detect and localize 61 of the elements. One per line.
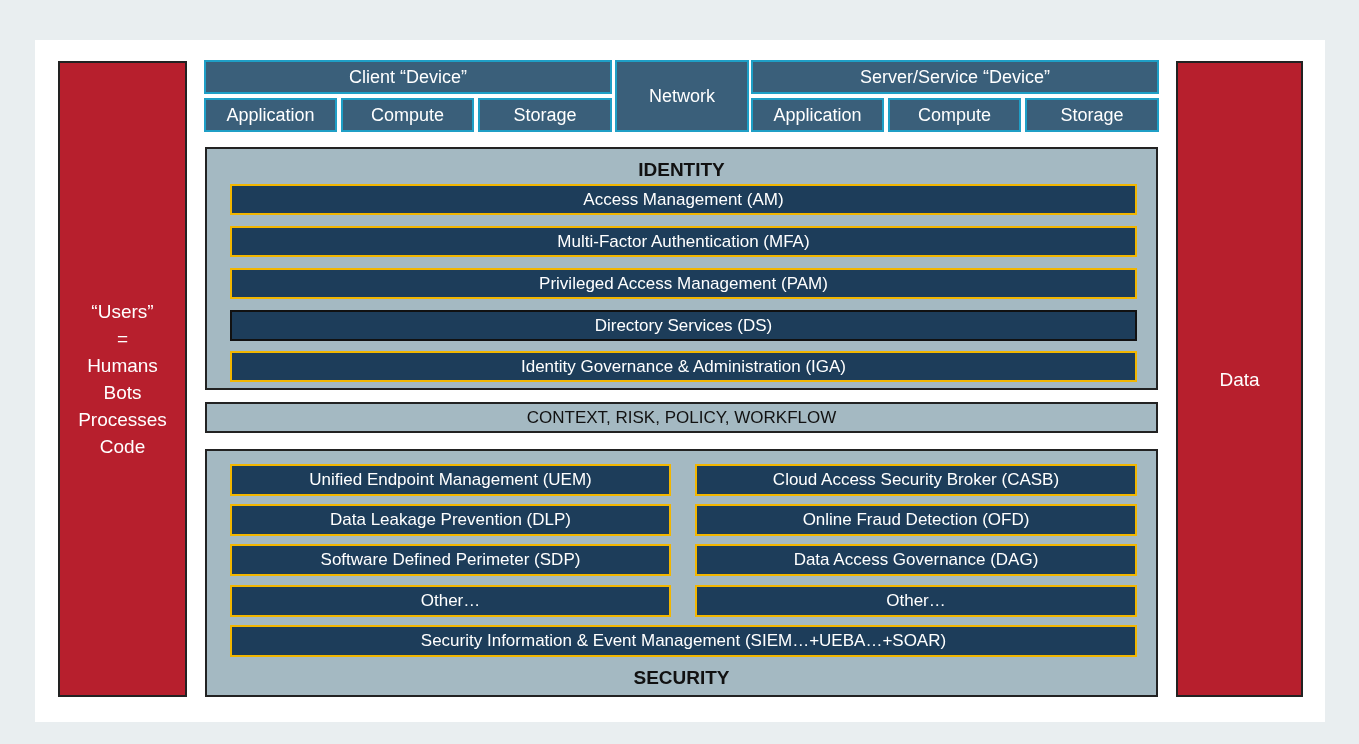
component-box — [695, 504, 1137, 536]
device-box — [888, 98, 1021, 132]
device-box — [204, 60, 612, 94]
box-label: Other… — [886, 591, 946, 611]
box-label: Application — [226, 104, 315, 126]
actor-label: Data — [1219, 367, 1260, 392]
box-label: Unified Endpoint Management (UEM) — [309, 470, 592, 490]
actor-label: Processes — [78, 408, 167, 432]
component-box — [230, 310, 1137, 341]
component-box — [230, 464, 671, 496]
box-label: Cloud Access Security Broker (CASB) — [772, 470, 1060, 490]
actor-label: Humans — [87, 354, 158, 378]
actor-label: = — [116, 327, 129, 351]
component-box — [230, 585, 671, 617]
group-panel — [205, 449, 1158, 697]
actor-bar — [58, 61, 187, 697]
actor-label: Bots — [103, 381, 142, 405]
device-box — [478, 98, 612, 132]
component-box — [695, 544, 1137, 576]
box-label: Identity Governance & Administration (IGA) — [520, 356, 846, 377]
device-box — [341, 98, 474, 132]
component-box — [695, 585, 1137, 617]
box-label: Other… — [420, 591, 481, 611]
device-box — [204, 98, 337, 132]
component-box — [695, 464, 1137, 496]
actor-bar — [1176, 61, 1303, 697]
device-box — [615, 60, 749, 132]
box-label: Compute — [370, 104, 444, 126]
box-label: Access Management (AM) — [583, 189, 784, 210]
box-label: Compute — [917, 104, 991, 126]
panel-heading: IDENTITY — [637, 159, 726, 181]
box-label: CONTEXT, RISK, POLICY, WORKFLOW — [526, 407, 837, 428]
box-label: Storage — [513, 104, 577, 126]
box-label: Storage — [1060, 104, 1124, 126]
component-box — [230, 544, 671, 576]
box-label: Server/Service “Device” — [859, 66, 1050, 88]
component-box — [230, 226, 1137, 257]
device-box — [751, 60, 1159, 94]
box-label: Online Fraud Detection (OFD) — [802, 510, 1030, 530]
component-box — [230, 184, 1137, 215]
box-label: Network — [649, 85, 715, 107]
group-panel — [205, 147, 1158, 390]
box-label: Data Access Governance (DAG) — [793, 550, 1039, 570]
box-label: Multi-Factor Authentication (MFA) — [557, 231, 810, 252]
actor-label: “Users” — [91, 300, 154, 324]
box-label: Client “Device” — [349, 66, 467, 88]
component-box — [230, 268, 1137, 299]
box-label: Data Leakage Prevention (DLP) — [330, 510, 571, 530]
box-label: Security Information & Event Management (SIEM…+UEBA…+SOAR) — [420, 631, 947, 651]
device-box — [1025, 98, 1159, 132]
component-box — [230, 504, 671, 536]
actor-label: Code — [99, 435, 146, 459]
box-label: Directory Services (DS) — [594, 315, 773, 336]
box-label: Privileged Access Management (PAM) — [539, 273, 828, 294]
device-box — [751, 98, 884, 132]
panel-heading: SECURITY — [632, 667, 731, 689]
layer-band — [205, 402, 1158, 433]
box-label: Application — [773, 104, 862, 126]
component-box — [230, 625, 1137, 657]
box-label: Software Defined Perimeter (SDP) — [320, 550, 581, 570]
component-box — [230, 351, 1137, 382]
